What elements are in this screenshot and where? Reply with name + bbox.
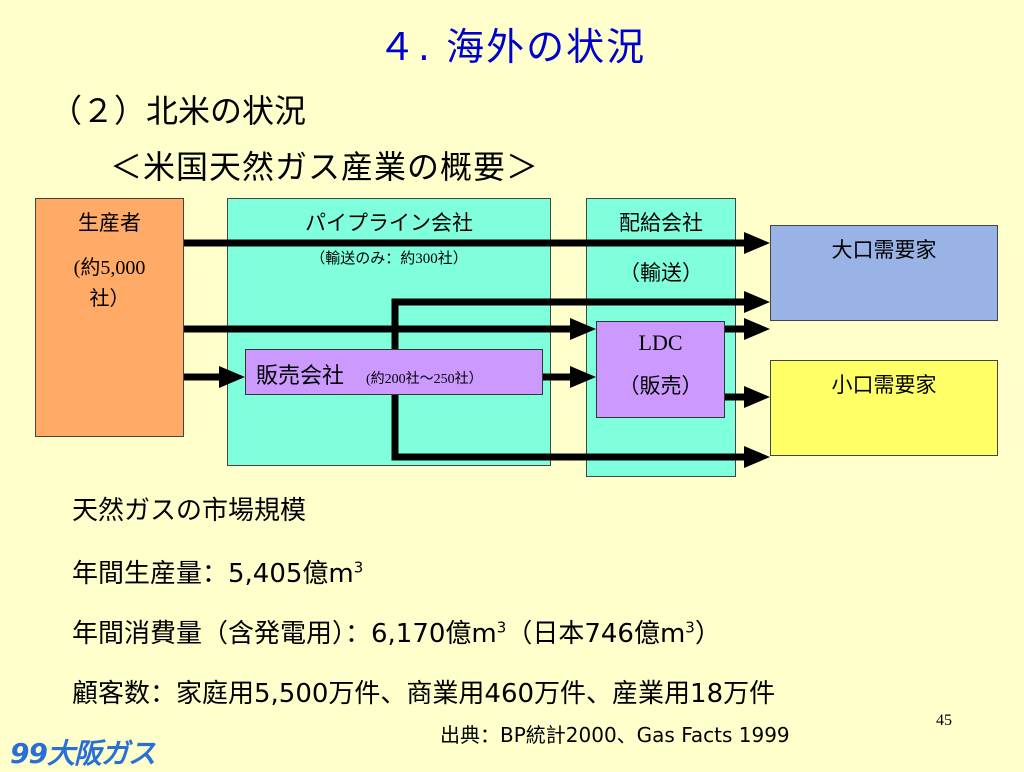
production-line: 年間生産量：5,405億m3 xyxy=(72,553,363,590)
osaka-gas-logo: 99大阪ガス xyxy=(10,737,156,770)
pipeline-note: （輸送のみ：約300社） xyxy=(310,251,468,267)
pipeline-label: パイプライン会社 xyxy=(305,211,473,235)
consumption-close: ） xyxy=(694,619,721,649)
producer-count-line1: (約5,000 xyxy=(73,257,146,279)
japan-consumption-text: （日本746億m xyxy=(506,619,686,649)
slide-subtitle: （２）北米の状況 xyxy=(50,92,307,130)
producer-box: 生産者 (約5,000 社） xyxy=(35,198,184,437)
producer-count-line2: 社） xyxy=(89,288,130,310)
producer-label: 生産者 xyxy=(78,211,141,235)
customers-line: 顧客数：家庭用5,500万件、商業用460万件、産業用18万件 xyxy=(72,679,776,709)
arrow-pipeline-to-small-head xyxy=(744,446,770,468)
large-customers-box: 大口需要家 xyxy=(770,225,998,321)
arrow-pipeline-to-small-line xyxy=(391,390,745,461)
large-customers-label: 大口需要家 xyxy=(831,238,937,262)
distribution-company-label: 配給会社 xyxy=(619,211,703,235)
arrow-producer-to-marketer-head xyxy=(219,366,245,388)
small-customers-box: 小口需要家 xyxy=(770,360,998,456)
consumption-line: 年間消費量（含発電用）：6,170億m3（日本746億m3） xyxy=(72,613,721,650)
ldc-box: LDC （販売） xyxy=(596,321,725,418)
ldc-label: LDC xyxy=(638,330,683,355)
small-customers-label: 小口需要家 xyxy=(831,373,937,397)
arrow-pipeline-to-large-head xyxy=(744,291,770,313)
section-title: ＜米国天然ガス産業の概要＞ xyxy=(110,148,540,186)
arrow-ldc-to-large-head xyxy=(744,318,770,340)
arrow-marketer-to-ldc-head xyxy=(570,366,596,388)
japan-unit-exponent: 3 xyxy=(685,618,695,637)
marketer-label: 販売会社 xyxy=(256,364,345,389)
consumption-unit-exponent: 3 xyxy=(496,618,507,637)
consumption-text: 年間消費量（含発電用）：6,170億m xyxy=(72,619,497,649)
production-unit-exponent: 3 xyxy=(353,558,364,577)
distribution-company-note: （輸送） xyxy=(619,261,703,285)
page-number: 45 xyxy=(936,712,952,729)
arrow-producer-to-large-head xyxy=(744,232,770,254)
source-note: 出典：BP統計2000、Gas Facts 1999 xyxy=(440,723,790,747)
arrow-producer-to-ldc-head xyxy=(570,318,596,340)
slide-title: ４. 海外の状況 xyxy=(377,25,647,69)
marketer-note: (約200社～250社） xyxy=(366,372,483,387)
production-text: 年間生産量：5,405億m xyxy=(72,559,354,589)
arrow-ldc-to-small-head xyxy=(744,386,770,408)
market-heading: 天然ガスの市場規模 xyxy=(72,496,307,526)
marketer-box: 販売会社 (約200社～250社） xyxy=(245,349,543,395)
ldc-note: （販売） xyxy=(618,374,703,398)
